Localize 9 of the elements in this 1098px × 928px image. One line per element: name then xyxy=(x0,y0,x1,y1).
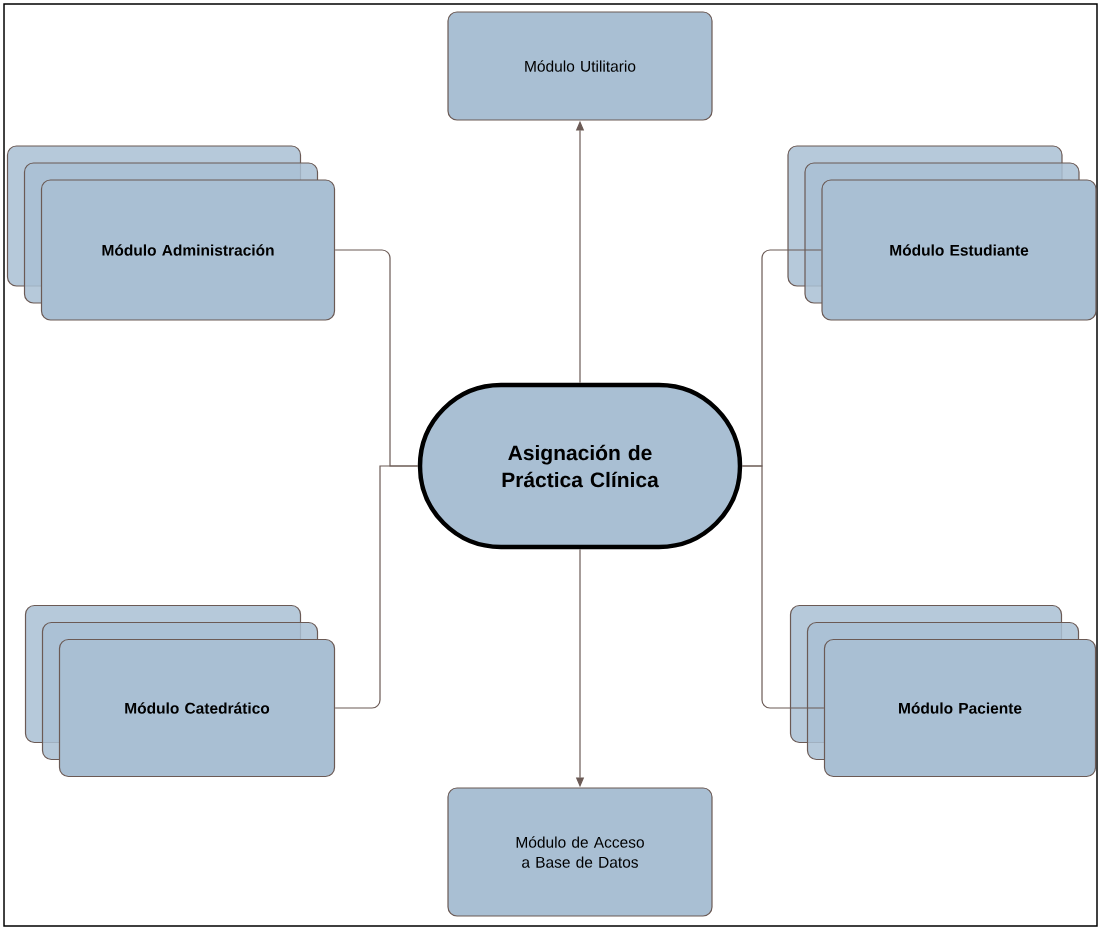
stacked-module-box: Módulo Estudiante xyxy=(787,145,1097,321)
central-rounded-box: Asignación de Práctica Clínica xyxy=(417,382,743,550)
module-box: Módulo de Acceso a Base de Datos xyxy=(447,787,713,917)
stacked-module-box: Módulo Catedrático xyxy=(24,604,336,778)
connector-line xyxy=(334,465,419,709)
stacked-module-box: Módulo Paciente xyxy=(789,604,1097,778)
connector-line xyxy=(741,465,825,709)
stacked-module-box: Módulo Administración xyxy=(6,145,336,321)
module-box: Módulo Utilitario xyxy=(447,11,713,121)
